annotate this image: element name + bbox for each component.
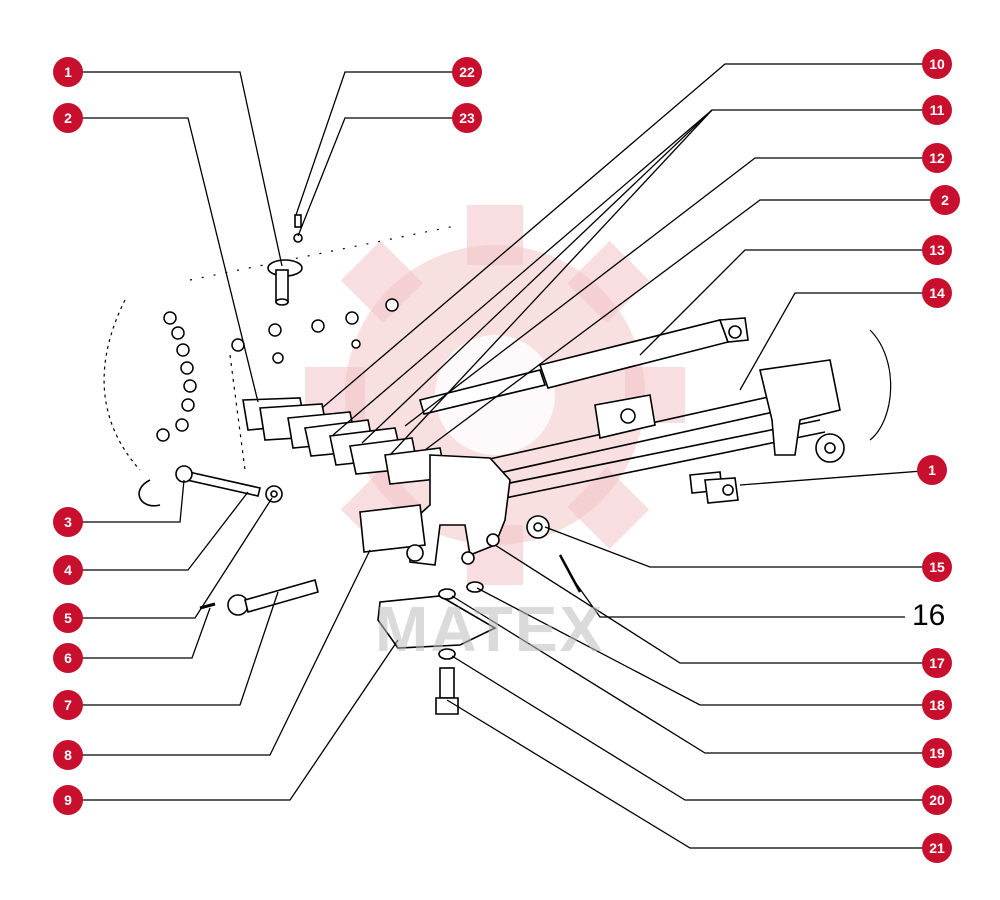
callout-1-right: 1 [917,455,947,485]
callout-19: 19 [922,738,952,768]
main-shafts [439,389,826,499]
bearing-bracket-right [594,359,845,463]
callout-21: 21 [922,833,952,863]
callout-2-right: 2 [930,185,960,215]
bolt-and-washers-left [138,465,319,616]
lever-bracket [359,454,511,566]
callout-3: 3 [53,507,83,537]
callout-10: 10 [922,49,952,79]
hydraulic-cylinder [419,317,749,415]
callout-8: 8 [53,740,83,770]
callout-9: 9 [53,785,83,815]
callout-1-top: 1 [53,57,83,87]
callout-13: 13 [922,235,952,265]
callout-23: 23 [452,103,482,133]
drum-outline [103,224,892,471]
callout-18: 18 [922,690,952,720]
callout-15: 15 [922,552,952,582]
nut-and-pin [526,515,582,593]
callout-6: 6 [53,643,83,673]
bolt-heads [156,298,399,442]
label-16: 16 [912,599,946,632]
callout-20: 20 [922,785,952,815]
callout-2-top: 2 [53,103,83,133]
callout-17: 17 [922,648,952,678]
watermark-text: MATEX [375,593,605,665]
plate-and-bolt-bottom [377,581,497,715]
callout-4: 4 [53,555,83,585]
pin-assembly-top [267,214,303,306]
leader-lines [68,63,947,849]
callout-14: 14 [922,278,952,308]
callout-11: 11 [922,95,952,125]
callout-7: 7 [53,690,83,720]
callout-22: 22 [452,57,482,87]
callout-5: 5 [53,603,83,633]
pin-right [689,471,739,504]
callout-12: 12 [922,143,952,173]
